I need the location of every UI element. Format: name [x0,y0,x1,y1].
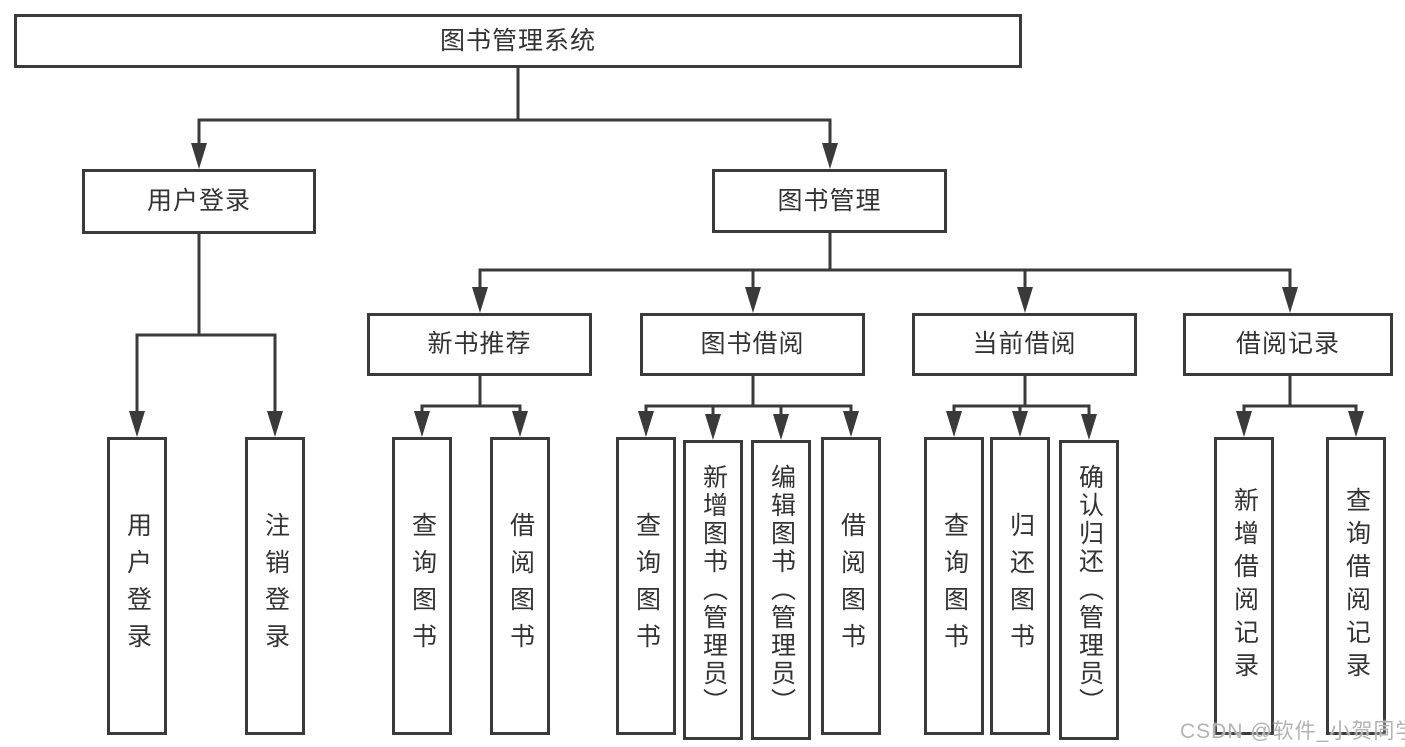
node-library-system: 图书管理系统 [14,14,1022,68]
leaf-return-books-label: 归还图书 [1006,512,1035,660]
node-book-management-label: 图书管理 [777,186,882,215]
leaf-add-book-admin-label: 新增图书（管理员） [699,464,728,716]
leaf-add-book-admin: 新增图书（管理员） [683,440,743,740]
csdn-watermark: CSDN @软件_小贺同学 [1180,720,1405,743]
leaf-confirm-return-admin-label: 确认归还（管理员） [1075,464,1104,716]
node-current-borrow-label: 当前借阅 [972,330,1077,358]
leaf-user-login: 用户登录 [107,437,167,735]
leaf-borrow-books: 借阅图书 [821,437,881,735]
node-current-borrow: 当前借阅 [912,313,1137,376]
node-new-book-recommend-label: 新书推荐 [427,330,532,358]
leaf-edit-book-admin: 编辑图书（管理员） [751,440,811,740]
node-book-management: 图书管理 [712,169,947,233]
node-user-login: 用户登录 [82,169,316,234]
leaf-borrow-books-label: 借阅图书 [837,512,866,660]
leaf-query-borrow-record: 查询借阅记录 [1326,437,1386,735]
node-book-borrow-label: 图书借阅 [700,330,805,358]
node-user-login-label: 用户登录 [146,187,251,215]
leaf-logout: 注销登录 [245,437,305,735]
node-borrow-records-label: 借阅记录 [1235,330,1340,358]
leaf-add-borrow-record: 新增借阅记录 [1214,437,1274,735]
leaf-user-login-label: 用户登录 [123,512,152,660]
leaf-query-borrow-record-label: 查询借阅记录 [1342,487,1371,685]
leaf-return-books: 归还图书 [990,437,1050,735]
node-library-system-label: 图书管理系统 [439,26,596,55]
node-borrow-records: 借阅记录 [1183,313,1393,376]
leaf-borrow-books-recommend: 借阅图书 [490,437,550,735]
leaf-add-borrow-record-label: 新增借阅记录 [1230,487,1259,685]
leaf-query-books-current: 查询图书 [924,437,984,735]
leaf-edit-book-admin-label: 编辑图书（管理员） [767,464,796,716]
leaf-confirm-return-admin: 确认归还（管理员） [1059,440,1119,740]
leaf-borrow-books-recommend-label: 借阅图书 [506,512,535,660]
leaf-query-books-borrow-label: 查询图书 [632,512,661,660]
leaf-query-books-recommend: 查询图书 [392,437,452,735]
node-new-book-recommend: 新书推荐 [367,313,592,376]
leaf-logout-label: 注销登录 [261,512,290,660]
leaf-query-books-recommend-label: 查询图书 [408,512,437,660]
leaf-query-books-current-label: 查询图书 [940,512,969,660]
leaf-query-books-borrow: 查询图书 [616,437,676,735]
node-book-borrow: 图书借阅 [640,313,865,376]
